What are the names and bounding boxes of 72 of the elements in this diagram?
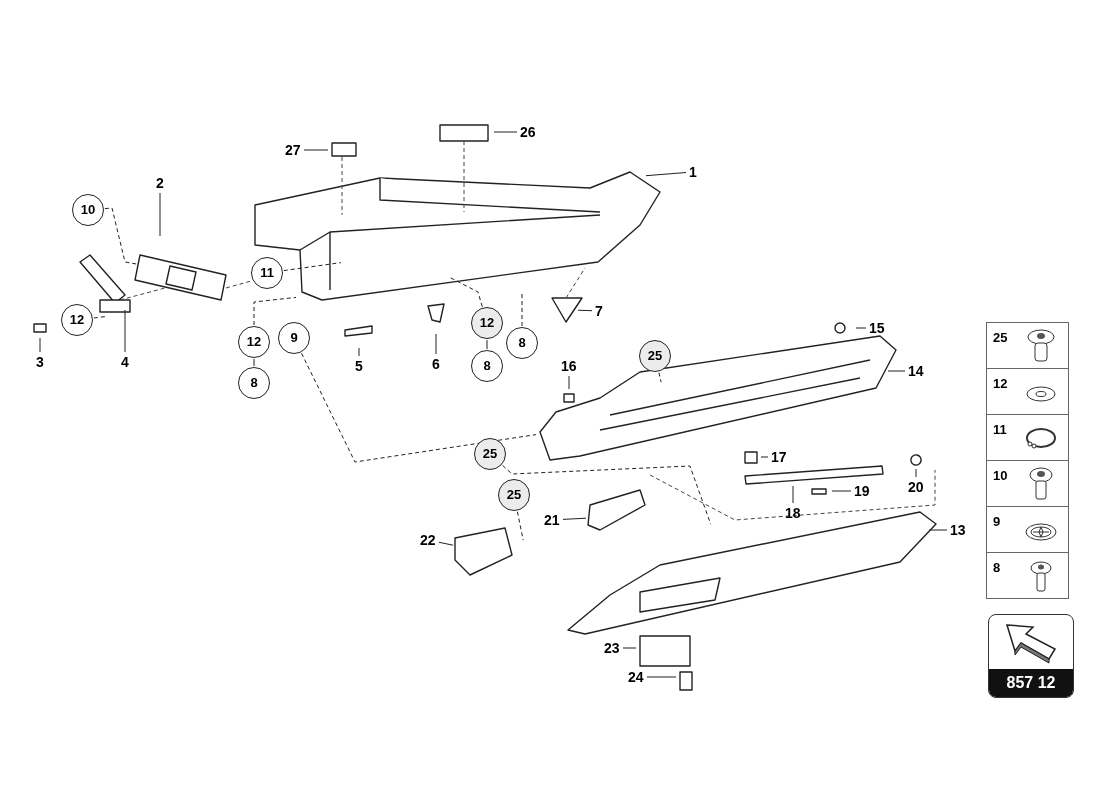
circled-callout-number: 12 [471, 307, 503, 339]
leader-line [493, 131, 518, 133]
leader-line [486, 339, 488, 350]
leader-line [39, 337, 41, 353]
part-number: 9 [993, 514, 1001, 529]
leader-line [887, 370, 906, 372]
circled-callout-number: 25 [498, 479, 530, 511]
callout-number: 4 [121, 354, 129, 370]
callout-number: 3 [36, 354, 44, 370]
callout-number: 19 [854, 483, 870, 499]
callout-number: 18 [785, 505, 801, 521]
leader-line [93, 316, 107, 319]
leader-line [646, 676, 677, 678]
leader-line [448, 276, 483, 308]
part-number: 8 [993, 560, 1001, 575]
leader-line [283, 262, 342, 272]
callout-number: 21 [544, 512, 560, 528]
callout-number: 26 [520, 124, 536, 140]
callout-number: 13 [950, 522, 966, 538]
leader-line [915, 468, 917, 478]
leader-line [124, 309, 126, 353]
circled-callout-number: 12 [61, 304, 93, 336]
leader-line [301, 352, 537, 463]
leader-line [159, 192, 161, 237]
part-number: 11 [993, 422, 1007, 437]
callout-number: 16 [561, 358, 577, 374]
leader-line [928, 529, 948, 531]
circled-callout-number: 11 [251, 257, 283, 289]
callout-number: 2 [156, 175, 164, 191]
leader-line [358, 347, 360, 357]
leader-line [760, 456, 769, 458]
leader-line [253, 296, 297, 326]
leader-line [658, 372, 662, 383]
leader-line [516, 511, 524, 541]
circled-callout-number: 8 [506, 327, 538, 359]
part-number: 12 [993, 376, 1008, 391]
callout-number: 20 [908, 479, 924, 495]
leader-line [568, 375, 570, 390]
leader-line [645, 172, 687, 177]
callout-number: 23 [604, 640, 620, 656]
diagram-number: 857 12 [989, 669, 1073, 697]
circled-callout-number: 25 [639, 340, 671, 372]
callout-number: 1 [689, 164, 697, 180]
circled-callout-number: 8 [471, 350, 503, 382]
callout-number: 24 [628, 669, 644, 685]
leader-line [577, 309, 593, 312]
circled-callout-number: 10 [72, 194, 104, 226]
part-number: 10 [993, 468, 1008, 483]
circled-callout-number: 25 [474, 438, 506, 470]
callout-number: 22 [420, 532, 436, 548]
part-number: 25 [993, 330, 1008, 345]
leader-line [253, 358, 255, 367]
circled-callout-number: 12 [238, 326, 270, 358]
leader-line [438, 541, 454, 546]
leader-line [521, 293, 523, 327]
callout-number: 14 [908, 363, 924, 379]
circled-callout-number: 8 [238, 367, 270, 399]
leader-line [855, 327, 867, 329]
callout-number: 5 [355, 358, 363, 374]
leader-line [562, 517, 587, 520]
callout-number: 17 [771, 449, 787, 465]
leader-line [622, 647, 637, 649]
callout-number: 6 [432, 356, 440, 372]
leader-line [435, 333, 437, 355]
callout-number: 7 [595, 303, 603, 319]
leader-line [831, 490, 852, 492]
leader-line [303, 149, 329, 151]
callout-number: 27 [285, 142, 301, 158]
circled-callout-number: 9 [278, 322, 310, 354]
callout-number: 15 [869, 320, 885, 336]
leader-line [792, 485, 794, 504]
leader-line [104, 207, 139, 265]
